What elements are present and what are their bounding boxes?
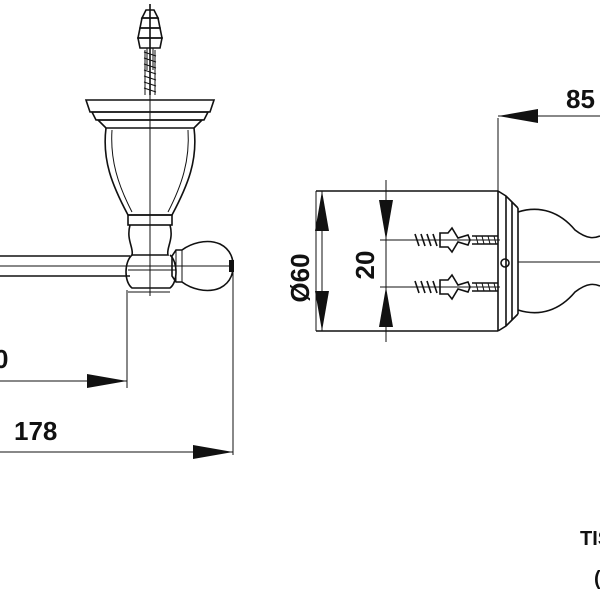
overall-length-dimension: 178	[0, 416, 233, 459]
side-elevation-view: 0 178	[0, 4, 234, 459]
fixing-spacing-dimension: 20	[350, 180, 393, 342]
rail-length-dimension: 0	[0, 344, 127, 388]
top-view: Ø60 20 85	[285, 84, 600, 342]
screw-anchor-top	[137, 4, 163, 95]
diameter-label: Ø60	[285, 253, 315, 302]
product-code: TIS	[580, 528, 600, 550]
rail-end-finial	[171, 240, 234, 292]
projection-dimension: 85	[497, 84, 600, 191]
towel-rail-bar	[0, 255, 232, 277]
overall-length-label: 178	[14, 416, 57, 446]
projection-label: 85	[566, 84, 595, 114]
diameter-dimension: Ø60	[285, 191, 329, 331]
fixing-screw-upper	[380, 226, 500, 254]
rail-length-label: 0	[0, 344, 8, 374]
wall-plate	[315, 190, 600, 332]
fixing-spacing-label: 20	[350, 251, 380, 280]
product-code-line2: (	[594, 568, 600, 590]
product-code-block: TIS (	[580, 528, 600, 590]
fixing-screw-lower	[380, 273, 500, 301]
